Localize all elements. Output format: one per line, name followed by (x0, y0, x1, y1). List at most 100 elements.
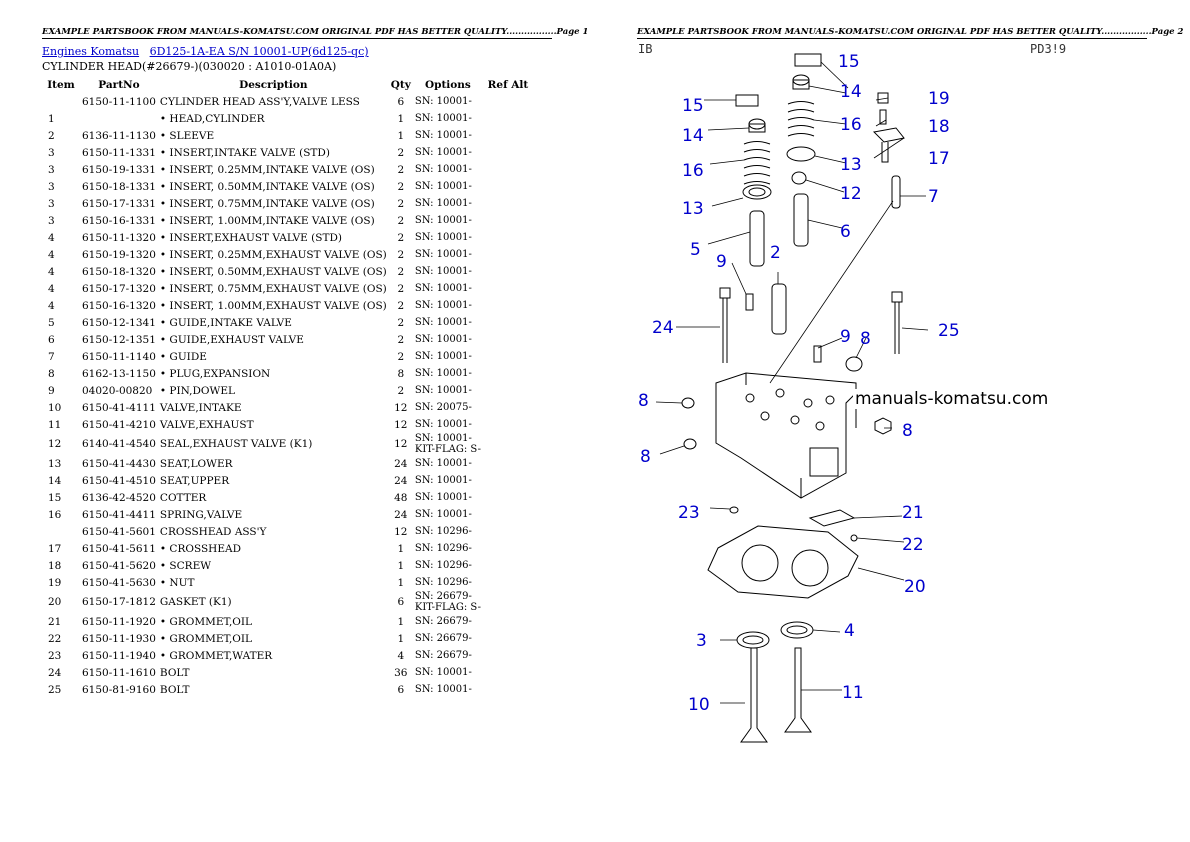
diagram-code-right: PD3!9 (1030, 42, 1067, 56)
cell-qty: 1 (397, 559, 405, 572)
cell-description: • GROMMET,OIL (159, 615, 253, 628)
cell-qty: 2 (397, 282, 405, 295)
cell-description: • HEAD,CYLINDER (159, 112, 265, 125)
cell-options: SN: 10001- (413, 297, 483, 314)
page-header-right: EXAMPLE PARTSBOOK FROM MANUALS-KOMATSU.C… (637, 27, 1184, 39)
cell-item: 4 (48, 248, 55, 261)
expansion-plug-3 (683, 438, 697, 450)
cell-options: SN: 10001- (413, 263, 483, 280)
cell-options: SN: 10001- (413, 331, 483, 348)
callout-label: 2 (770, 243, 781, 263)
cell-partno: 6150-12-1351 (82, 333, 156, 346)
cell-qty: 36 (394, 666, 408, 679)
cell-options: SN: 10001- (413, 110, 483, 127)
cell-item: 4 (48, 282, 55, 295)
cell-item: 13 (48, 457, 62, 470)
option-serial: SN: 10001- (414, 475, 472, 486)
cell-description: • SLEEVE (159, 129, 215, 142)
callout-label: 8 (640, 447, 651, 467)
cell-options: SN: 10001- (413, 681, 483, 698)
cell-description: GASKET (K1) (159, 596, 232, 608)
cell-item: 14 (48, 474, 62, 487)
option-serial: SN: 10296- (414, 543, 472, 554)
cell-item: 3 (48, 146, 55, 159)
cell-description: • INSERT,EXHAUST VALVE (STD) (159, 231, 342, 244)
cell-options: SN: 10296- (413, 557, 483, 574)
cell-partno: 04020-00820 (82, 384, 153, 397)
bolt-25 (891, 291, 903, 354)
cell-item: 3 (48, 163, 55, 176)
option-serial: SN: 10001- (414, 249, 472, 260)
option-serial: SN: 10001- (414, 283, 472, 294)
lower-seat-left (742, 184, 772, 200)
cell-qty: 2 (397, 197, 405, 210)
cell-qty: 2 (397, 248, 405, 261)
callout-label: 15 (838, 52, 860, 72)
option-serial: SN: 10001- (414, 266, 472, 277)
cell-ref-alt (483, 523, 533, 540)
cell-options: SN: 10001- (413, 365, 483, 382)
cell-item (42, 93, 80, 110)
cell-partno (80, 110, 158, 127)
callout-label: 6 (840, 222, 851, 242)
cell-ref-alt (483, 416, 533, 433)
cell-partno: 6150-41-4411 (82, 508, 156, 521)
option-serial: SN: 10001- (414, 164, 472, 175)
expansion-plug-1 (845, 356, 863, 372)
cell-description: • INSERT, 0.25MM,INTAKE VALVE (OS) (159, 163, 375, 176)
cell-options: SN: 10001- (413, 212, 483, 229)
exhaust-insert (780, 621, 814, 639)
cell-qty: 2 (397, 316, 405, 329)
upper-seat-right (792, 74, 810, 90)
option-serial: SN: 10296- (414, 560, 472, 571)
cell-qty: 4 (397, 649, 405, 662)
callout-label: 13 (840, 155, 862, 175)
option-kit-flag: KIT-FLAG: S- (414, 444, 481, 455)
cell-ref-alt (483, 433, 533, 455)
cell-item: 5 (48, 316, 55, 329)
cell-description: VALVE,INTAKE (159, 401, 242, 414)
option-serial: SN: 10001- (414, 492, 472, 503)
cell-partno: 6150-11-1940 (82, 649, 156, 662)
cell-ref-alt (483, 212, 533, 229)
lower-seat-right (786, 146, 816, 162)
cell-options: SN: 10001- (413, 161, 483, 178)
cell-item: 12 (48, 438, 62, 450)
cell-item: 3 (48, 180, 55, 193)
breadcrumb-link-model[interactable]: 6D125-1A-EA S/N 10001-UP(6d125-qc) (149, 45, 369, 58)
cell-options: SN: 10001- (413, 455, 483, 472)
cell-options: SN: 10001- (413, 93, 483, 110)
cell-qty: 6 (397, 683, 405, 696)
cell-description: • INSERT, 0.50MM,EXHAUST VALVE (OS) (159, 265, 387, 278)
page-header-left: EXAMPLE PARTSBOOK FROM MANUALS-KOMATSU.C… (42, 27, 589, 39)
cell-ref-alt (483, 557, 533, 574)
option-serial: SN: 10001- (414, 351, 472, 362)
option-serial: SN: 10001- (414, 368, 472, 379)
cell-qty: 12 (394, 418, 408, 431)
cell-item: 3 (48, 197, 55, 210)
dowel-pin-lower (813, 345, 822, 363)
cell-partno: 6140-41-4540 (82, 438, 156, 450)
crosshead (872, 127, 905, 163)
cell-ref-alt (483, 246, 533, 263)
cell-ref-alt (483, 110, 533, 127)
cell-description: VALVE,EXHAUST (159, 418, 254, 431)
breadcrumb-link-engines[interactable]: Engines Komatsu (42, 45, 140, 58)
cell-description: BOLT (159, 683, 190, 696)
cell-ref-alt (483, 489, 533, 506)
cell-item: 4 (48, 231, 55, 244)
cell-qty: 12 (394, 525, 408, 538)
callout-label: 9 (716, 252, 727, 272)
cell-qty: 2 (397, 163, 405, 176)
cell-description: • INSERT, 0.25MM,EXHAUST VALVE (OS) (159, 248, 387, 261)
cell-ref-alt (483, 630, 533, 647)
cell-ref-alt (483, 455, 533, 472)
